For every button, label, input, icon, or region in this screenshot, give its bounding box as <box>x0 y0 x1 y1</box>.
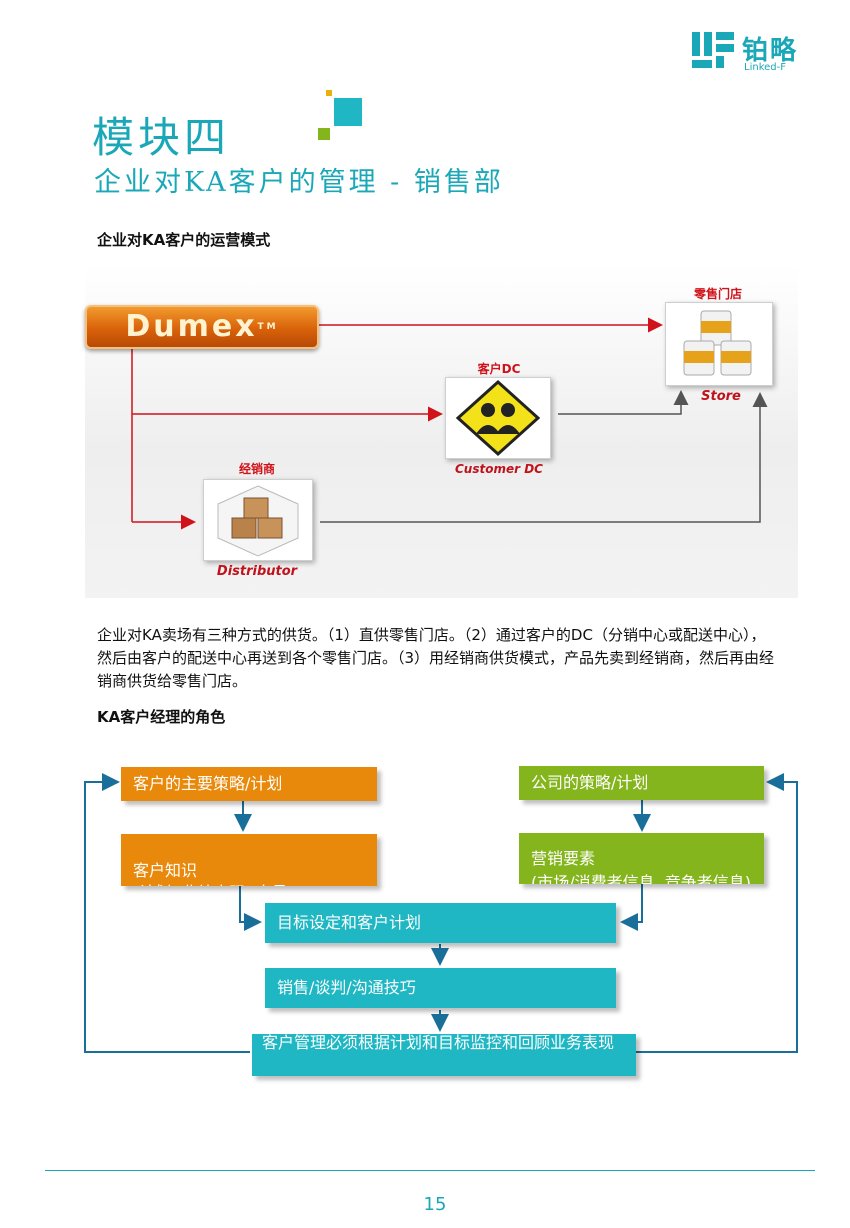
store-image <box>665 302 773 386</box>
client-strategy-text: 客户的主要策略/计划 <box>133 774 283 793</box>
logo-mark-icon <box>692 32 734 68</box>
logo: 铂略 Linked-F <box>692 30 812 76</box>
goal-setting-text: 目标设定和客户计划 <box>277 913 422 932</box>
trademark-mark: TM <box>257 322 279 332</box>
customer-group-icon <box>455 379 541 457</box>
footer-divider <box>45 1170 815 1171</box>
customer-dc-image <box>445 377 551 459</box>
client-strategy-box: 客户的主要策略/计划 <box>121 767 377 801</box>
section-title-ka-role: KA客户经理的角色 <box>97 708 226 726</box>
sales-skills-text: 销售/谈判/沟通技巧 <box>277 978 416 997</box>
decor-squares-icon <box>318 90 362 140</box>
client-knowledge-text: 客户知识 (计划, 业绩表现, 人员) <box>133 861 294 886</box>
dc-label-top: 客户DC <box>477 362 521 376</box>
account-management-box: 客户管理必须根据计划和目标监控和回顾业务表现 <box>252 1034 636 1076</box>
dc-label-bot: Customer DC <box>455 462 543 476</box>
supply-model-diagram: DumexTM 零售门店 Store 客户DC Customer DC 经销商 <box>85 265 798 598</box>
dumex-brand-text: Dumex <box>125 309 258 344</box>
module-title: 模块四 <box>92 113 231 162</box>
section-title-operating-model: 企业对KA客户的运营模式 <box>97 231 271 249</box>
dumex-brand-badge: DumexTM <box>85 305 319 349</box>
marketing-elements-text: 营销要素 (市场/消费者信息, 竞争者信息) <box>531 849 752 884</box>
store-label-bot: Store <box>701 389 741 404</box>
goal-setting-box: 目标设定和客户计划 <box>265 903 616 943</box>
account-management-text: 客户管理必须根据计划和目标监控和回顾业务表现 <box>262 1034 615 1052</box>
company-strategy-text: 公司的策略/计划 <box>531 773 649 792</box>
distributor-label-bot: Distributor <box>216 564 298 579</box>
marketing-elements-box: 营销要素 (市场/消费者信息, 竞争者信息) <box>519 833 764 884</box>
company-strategy-box: 公司的策略/计划 <box>519 766 764 800</box>
logo-en: Linked-F <box>744 62 786 73</box>
distributor-image <box>203 479 313 561</box>
supply-paragraph: 企业对KA卖场有三种方式的供货。（1）直供零售门店。（2）通过客户的DC（分销中… <box>97 626 775 690</box>
sales-skills-box: 销售/谈判/沟通技巧 <box>265 968 616 1008</box>
logo-cn: 铂略 <box>742 36 799 66</box>
boxes-icon <box>217 485 299 557</box>
module-subtitle: 企业对KA客户的管理 - 销售部 <box>94 167 504 198</box>
client-knowledge-box: 客户知识 (计划, 业绩表现, 人员) <box>121 834 377 886</box>
milk-cans-icon <box>683 310 752 376</box>
distributor-label-top: 经销商 <box>238 462 275 476</box>
store-label-top: 零售门店 <box>693 287 742 301</box>
page-number: 15 <box>423 1194 447 1215</box>
supply-arrows <box>131 317 768 530</box>
